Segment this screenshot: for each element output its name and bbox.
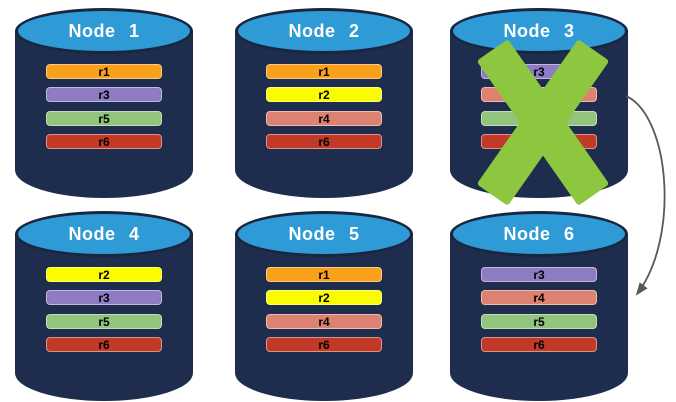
record-bar: r4: [481, 290, 597, 305]
record-label: r4: [318, 314, 330, 329]
record-label: r5: [98, 314, 110, 329]
record-bar: r4: [266, 314, 382, 329]
record-bar: r2: [266, 290, 382, 305]
record-label: r1: [318, 267, 330, 282]
record-bar: r6: [481, 337, 597, 352]
record-bar: r3: [46, 290, 162, 305]
node-cylinder-3: Node 3 r3 r4 r5 r6: [450, 8, 628, 206]
node-title: Node 6: [503, 223, 575, 244]
record-label: r3: [98, 87, 110, 102]
node-title: Node 4: [68, 223, 140, 244]
record-label: r4: [533, 290, 545, 305]
cylinder-top: Node 4: [15, 211, 193, 257]
arrow-curve: [625, 95, 666, 296]
node-title: Node 2: [288, 20, 360, 41]
record-list: r3 r4 r5 r6: [450, 211, 628, 401]
record-label: r3: [98, 290, 110, 305]
record-label: r3: [533, 64, 545, 79]
record-list: r2 r3 r5 r6: [15, 211, 193, 401]
node-cylinder-4: Node 4 r2 r3 r5 r6: [15, 211, 193, 401]
node-cylinder-2: Node 2 r1 r2 r4 r6: [235, 8, 413, 198]
node-title: Node 1: [68, 20, 140, 41]
node-cylinder-6: Node 6 r3 r4 r5 r6: [450, 211, 628, 401]
record-bar: r3: [481, 267, 597, 282]
record-label: r2: [318, 87, 330, 102]
cylinder-top: Node 1: [15, 8, 193, 54]
record-bar: r5: [481, 314, 597, 329]
record-label: r5: [98, 111, 110, 126]
record-label: r1: [98, 64, 110, 79]
record-label: r5: [533, 314, 545, 329]
node-cylinder-1: Node 1 r1 r3 r5 r6: [15, 8, 193, 198]
record-list: r1 r2 r4 r6: [235, 211, 413, 401]
record-label: r2: [98, 267, 110, 282]
node-cylinder-5: Node 5 r1 r2 r4 r6: [235, 211, 413, 401]
record-bar: r2: [266, 87, 382, 102]
record-bar: r4: [266, 111, 382, 126]
record-label: r1: [318, 64, 330, 79]
cylinder-top: Node 2: [235, 8, 413, 54]
record-bar: r6: [266, 337, 382, 352]
record-bar: r6: [46, 337, 162, 352]
cylinder-top: Node 5: [235, 211, 413, 257]
record-bar: r1: [46, 64, 162, 79]
record-bar: r1: [266, 267, 382, 282]
node-title: Node 5: [288, 223, 360, 244]
record-label: r6: [98, 337, 110, 352]
record-list: r1 r2 r4 r6: [235, 8, 413, 198]
record-label: r2: [318, 290, 330, 305]
record-bar: r2: [46, 267, 162, 282]
record-label: r6: [533, 337, 545, 352]
record-label: r6: [318, 134, 330, 149]
failure-x-icon: [450, 8, 628, 206]
record-bar: r1: [266, 64, 382, 79]
record-label: r6: [98, 134, 110, 149]
record-bar: r5: [46, 111, 162, 126]
node-title: Node 3: [503, 20, 575, 41]
record-label: r6: [318, 337, 330, 352]
record-label: r4: [318, 111, 330, 126]
record-label: r3: [533, 267, 545, 282]
record-bar: r5: [46, 314, 162, 329]
cylinder-top: Node 3: [450, 8, 628, 54]
record-bar: r6: [46, 134, 162, 149]
record-bar: r6: [266, 134, 382, 149]
record-bar: r3: [46, 87, 162, 102]
record-list: r1 r3 r5 r6: [15, 8, 193, 198]
